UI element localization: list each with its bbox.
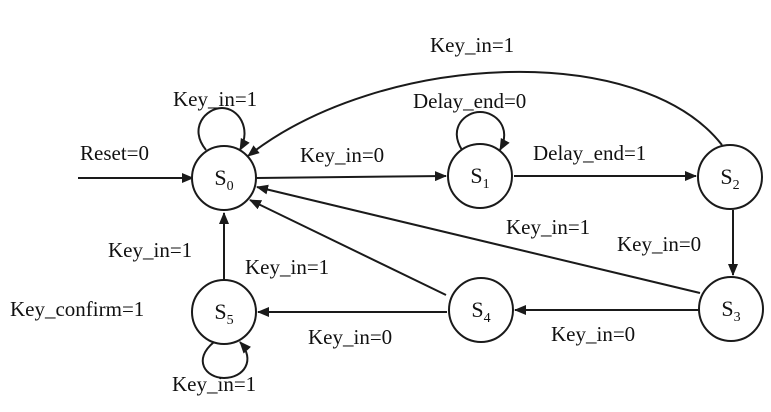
svg-text:S2: S2: [720, 164, 739, 193]
state-s4-subscript: 4: [484, 311, 491, 326]
label-s1-to-s2: Delay_end=1: [533, 141, 646, 165]
edge-s5-self-loop: [201, 341, 252, 380]
state-s0-letter: S: [214, 165, 226, 190]
edge-s0-to-s1: [255, 171, 447, 182]
edge-s0-self-loop: [197, 106, 250, 151]
state-s2-subscript: 2: [733, 178, 740, 193]
label-s3-to-s4: Key_in=0: [551, 322, 635, 346]
label-s4-to-s0: Key_in=1: [245, 255, 329, 279]
state-s3-letter: S: [721, 296, 733, 321]
state-s1: S1: [447, 143, 513, 209]
state-s1-letter: S: [470, 163, 482, 188]
label-s5-to-s0: Key_in=1: [108, 238, 192, 262]
label-s2-to-s3: Key_in=0: [617, 232, 701, 256]
label-s2-to-s0: Key_in=1: [430, 33, 514, 57]
state-s5: S5: [191, 279, 257, 345]
svg-text:S5: S5: [214, 299, 233, 328]
edge-s3-to-s0: [256, 184, 701, 294]
state-s3-subscript: 3: [734, 310, 741, 325]
state-s2: S2: [697, 144, 763, 210]
label-key-confirm: Key_confirm=1: [10, 297, 144, 321]
svg-text:S3: S3: [721, 296, 740, 325]
label-reset: Reset=0: [80, 141, 149, 165]
svg-text:S0: S0: [214, 165, 233, 194]
state-s4: S4: [448, 277, 514, 343]
svg-text:S1: S1: [470, 163, 489, 192]
edge-s4-to-s0: [249, 199, 447, 296]
state-s5-letter: S: [214, 299, 226, 324]
label-s1-self-loop: Delay_end=0: [413, 89, 526, 113]
state-s1-subscript: 1: [483, 177, 490, 192]
state-s2-letter: S: [720, 164, 732, 189]
state-s3: S3: [698, 276, 764, 342]
state-s0: S0: [191, 145, 257, 211]
edge-s1-self-loop: [455, 110, 510, 151]
svg-text:S4: S4: [471, 297, 490, 326]
label-s3-to-s0: Key_in=1: [506, 215, 590, 239]
state-s5-subscript: 5: [227, 313, 234, 328]
label-s0-self-loop: Key_in=1: [173, 87, 257, 111]
state-s4-letter: S: [471, 297, 483, 322]
state-s0-subscript: 0: [227, 179, 234, 194]
label-s5-self-loop: Key_in=1: [172, 372, 256, 396]
edge-s2-to-s0: [247, 70, 723, 157]
label-s4-to-s5: Key_in=0: [308, 325, 392, 349]
label-s0-to-s1: Key_in=0: [300, 143, 384, 167]
